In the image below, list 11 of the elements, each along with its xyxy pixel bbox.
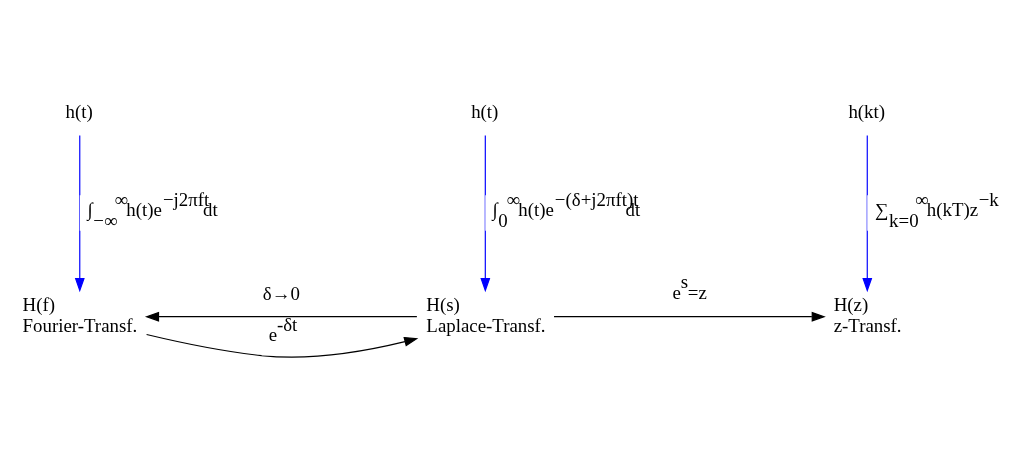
arrow: [144, 311, 418, 322]
node-text: H(f) Fourier-Transf.: [22, 293, 138, 336]
edge-label: δ→0: [262, 282, 300, 304]
arrow: [146, 333, 419, 358]
node-text: h(t): [471, 101, 499, 123]
arrow: [74, 134, 85, 293]
arrow: [553, 311, 826, 322]
node-text: h(kt): [848, 101, 886, 123]
node-text: h(t): [65, 101, 93, 123]
node-text: H(z) z-Transf.: [833, 293, 902, 336]
node-text: H(s) Laplace-Transf.: [426, 293, 546, 336]
